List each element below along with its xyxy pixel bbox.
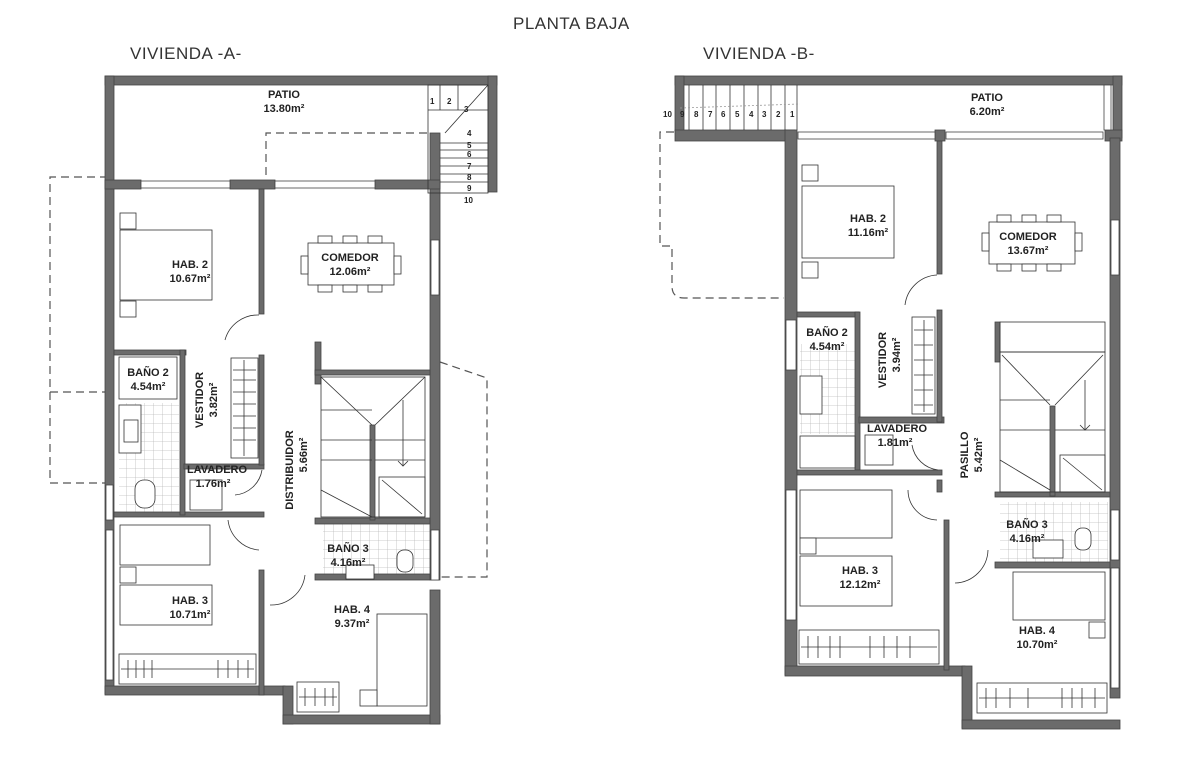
svg-text:PATIO: PATIO (971, 92, 1003, 104)
svg-text:BAÑO 3: BAÑO 3 (1006, 518, 1048, 531)
closet-rails-b (801, 320, 1105, 708)
svg-text:10.70m²: 10.70m² (1017, 639, 1058, 651)
svg-text:6: 6 (467, 150, 472, 159)
stair-a-numbers: 1 2 3 4 5 6 7 8 9 10 (430, 97, 473, 205)
stair-b-exterior (679, 85, 801, 130)
svg-text:VESTIDOR: VESTIDOR (877, 332, 889, 388)
furniture-b (798, 164, 1108, 714)
svg-text:6.20m²: 6.20m² (970, 106, 1005, 118)
closet-rails-a (121, 360, 337, 706)
stair-b-interior (999, 321, 1106, 493)
svg-text:10.71m²: 10.71m² (170, 609, 211, 621)
vivienda-a-plan: 1 2 3 4 5 6 7 8 9 10 (49, 75, 498, 725)
svg-text:11.16m²: 11.16m² (848, 227, 889, 239)
svg-text:5: 5 (735, 110, 740, 119)
svg-text:6: 6 (721, 110, 726, 119)
room-labels-b: PATIO 6.20m² HAB. 2 11.16m² COMEDOR 13.6… (806, 92, 1058, 651)
dashed-outline-a (49, 132, 488, 578)
svg-text:HAB. 3: HAB. 3 (172, 595, 208, 607)
vivienda-b-plan: 10 9 8 7 6 5 4 3 2 1 (659, 75, 1123, 730)
svg-text:12.12m²: 12.12m² (840, 579, 881, 591)
svg-text:10.67m²: 10.67m² (170, 273, 211, 285)
room-labels-a: PATIO 13.80m² HAB. 2 10.67m² COMEDOR 12.… (127, 89, 379, 630)
doors-a (224, 314, 306, 606)
svg-text:1.81m²: 1.81m² (878, 437, 913, 449)
page-title: PLANTA BAJA (513, 14, 630, 33)
svg-text:8: 8 (467, 173, 472, 182)
vivienda-b-label: VIVIENDA -B- (703, 44, 815, 63)
svg-text:DISTRIBUIDOR: DISTRIBUIDOR (284, 430, 296, 510)
windows-b (785, 84, 1120, 689)
svg-text:COMEDOR: COMEDOR (999, 231, 1057, 243)
svg-text:LAVADERO: LAVADERO (867, 423, 928, 435)
svg-text:10: 10 (663, 110, 672, 119)
vivienda-a-label: VIVIENDA -A- (130, 44, 242, 63)
walls-a (104, 75, 498, 725)
svg-text:1: 1 (790, 110, 795, 119)
stair-b-numbers: 10 9 8 7 6 5 4 3 2 1 (663, 110, 795, 119)
svg-text:5: 5 (467, 141, 472, 150)
svg-text:LAVADERO: LAVADERO (187, 464, 248, 476)
svg-text:7: 7 (708, 110, 713, 119)
svg-text:BAÑO 3: BAÑO 3 (327, 542, 369, 555)
svg-text:2: 2 (776, 110, 781, 119)
svg-text:9: 9 (680, 110, 685, 119)
svg-text:PASILLO: PASILLO (959, 431, 971, 478)
svg-text:9: 9 (467, 184, 472, 193)
svg-text:HAB. 4: HAB. 4 (334, 604, 371, 616)
svg-text:3: 3 (464, 105, 469, 114)
stair-a-exterior (427, 84, 489, 194)
stair-a-interior (320, 376, 426, 518)
svg-text:5.66m²: 5.66m² (298, 437, 310, 472)
dashed-outline-b (659, 131, 784, 299)
svg-text:3: 3 (762, 110, 767, 119)
svg-text:HAB. 2: HAB. 2 (850, 213, 886, 225)
svg-text:12.06m²: 12.06m² (330, 266, 371, 278)
svg-text:13.67m²: 13.67m² (1008, 245, 1049, 257)
svg-text:5.42m²: 5.42m² (973, 437, 985, 472)
svg-text:HAB. 3: HAB. 3 (842, 565, 878, 577)
svg-text:4: 4 (467, 129, 472, 138)
svg-text:1.76m²: 1.76m² (196, 478, 231, 490)
doors-b (904, 274, 989, 584)
svg-text:3.94m²: 3.94m² (891, 337, 903, 372)
svg-text:4.16m²: 4.16m² (331, 557, 366, 569)
svg-text:BAÑO 2: BAÑO 2 (127, 366, 169, 379)
svg-text:13.80m²: 13.80m² (264, 103, 305, 115)
svg-text:HAB. 4: HAB. 4 (1019, 625, 1056, 637)
svg-text:4: 4 (749, 110, 754, 119)
svg-text:VESTIDOR: VESTIDOR (194, 372, 206, 428)
svg-text:8: 8 (694, 110, 699, 119)
svg-text:9.37m²: 9.37m² (335, 618, 370, 630)
svg-text:HAB. 2: HAB. 2 (172, 259, 208, 271)
svg-text:7: 7 (467, 162, 472, 171)
svg-text:4.54m²: 4.54m² (131, 381, 166, 393)
svg-text:BAÑO 2: BAÑO 2 (806, 326, 848, 339)
svg-text:10: 10 (464, 196, 473, 205)
svg-text:4.54m²: 4.54m² (810, 341, 845, 353)
svg-text:3.82m²: 3.82m² (208, 382, 220, 417)
svg-text:PATIO: PATIO (268, 89, 300, 101)
svg-text:2: 2 (447, 97, 452, 106)
svg-text:4.16m²: 4.16m² (1010, 533, 1045, 545)
svg-text:1: 1 (430, 97, 435, 106)
svg-text:COMEDOR: COMEDOR (321, 252, 379, 264)
windows-a (105, 180, 440, 681)
